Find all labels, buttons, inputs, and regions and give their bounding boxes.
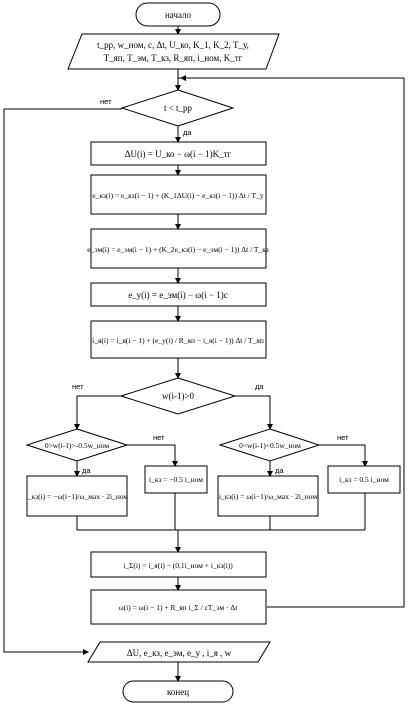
end-text: конец — [167, 687, 189, 697]
cond-left-text: 0>w(i-1)>-0.5w_ном — [45, 441, 110, 450]
box-left-formula — [26, 475, 128, 517]
cond-w-text: w(i-1)>0 — [162, 391, 195, 401]
output-parallelogram — [87, 641, 271, 663]
right-formula-text: i_кз(i) = ω(i−1)/ω_мах · 2i_ном — [219, 492, 317, 501]
cond-right-text: 0<w(i-1)<0.5w_ном — [239, 441, 301, 450]
loop-no-label: нет — [100, 97, 112, 106]
decision-right — [218, 428, 321, 462]
cond-left-yes-label: да — [82, 466, 91, 475]
step-e-y — [90, 282, 267, 307]
loop-yes-label: да — [183, 128, 192, 137]
box-left-else — [144, 465, 208, 494]
start-text: начало — [165, 10, 192, 20]
step6-text: i_Σ(i) = i_я(i) − (0,1i_ном + i_кз(i)) — [123, 561, 233, 570]
cond-w-yes-label: да — [255, 382, 264, 391]
loop-decision — [120, 89, 235, 127]
step7-text: ω(i) = ω(i − 1) + R_яп i_Σ / cT_эм · Δt — [119, 603, 238, 612]
loop-condition-text: t < t_рр — [164, 103, 193, 113]
step-omega — [90, 589, 267, 625]
decision-w-positive — [119, 377, 237, 415]
input-line-2: T_яп, T_эм, T_кз, R_яп, i_ном, K_тг — [104, 53, 243, 63]
output-text: ΔU, e_кз, e_эм, e_у , i_я , w — [127, 648, 232, 658]
step-e-em — [90, 228, 267, 269]
decision-left — [25, 428, 129, 462]
cond-right-yes-label: да — [275, 466, 284, 475]
left-formula-text: i_кз(i) = −ω(i−1)/ω_мах · 2i_ном — [26, 492, 129, 501]
right-else-text: i_кз = 0.5 i_ном — [339, 475, 389, 484]
step4-text: e_у(i) = e_эм(i) − ω(i − 1)c — [128, 290, 228, 300]
box-right-else — [327, 465, 401, 494]
cond-right-no-label: нет — [337, 433, 349, 442]
box-right-formula — [217, 475, 319, 517]
step-i-ya — [90, 320, 267, 359]
start-terminator — [135, 2, 221, 27]
step-i-sigma — [90, 551, 267, 578]
step2-text: e_кз(i) = e_кз(i − 1) + (K_1ΔU(i) − e_кз… — [92, 191, 263, 200]
step1-text: ΔU(i) = U_ко − ω(i − 1)K_тг — [125, 149, 232, 159]
end-terminator — [122, 680, 234, 703]
cond-w-no-label: нет — [72, 382, 84, 391]
step-e-kz — [90, 174, 267, 215]
input-parallelogram — [67, 33, 280, 70]
step3-text: e_эм(i) = e_эм(i − 1) + (K_2e_кз(i) − e_… — [87, 245, 269, 254]
left-else-text: i_кз = −0.5 i_ном — [149, 475, 203, 484]
step-delta-u — [90, 141, 267, 166]
step5-text: i_я(i) = i_я(i − 1) + (e_у(i) / R_яп − i… — [92, 336, 264, 345]
cond-left-no-label: нет — [153, 433, 165, 442]
input-line-1: t_рр, w_ном, c, Δt, U_ко, K_1, K_2, T_у, — [97, 40, 249, 50]
